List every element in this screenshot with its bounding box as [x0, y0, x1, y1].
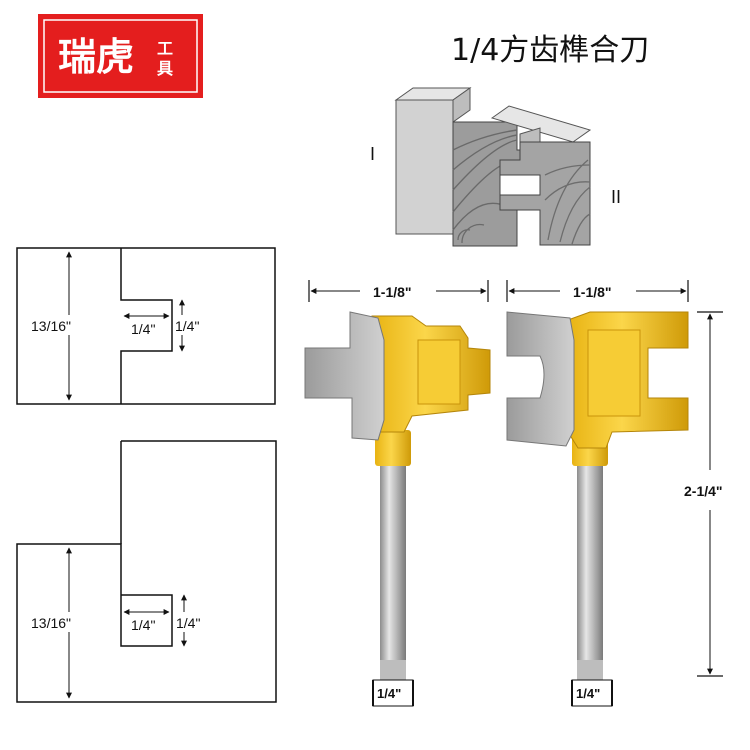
overall-height-label: 2-1/4" — [684, 483, 723, 499]
profile-top-width-label: 1/4" — [131, 321, 155, 337]
brand-sub: 工 具 — [157, 39, 179, 78]
profile-top-groove-outline — [120, 248, 173, 404]
profile-diagram-top: 13/16" 1/4" 1/4" — [16, 247, 276, 405]
product-title: 1/4方齿榫合刀 — [451, 33, 649, 68]
joint-assembly-illustration: I II — [370, 87, 621, 247]
bit-right-carbide-blade — [506, 311, 575, 447]
profile-bottom-depth-label: 13/16" — [31, 615, 71, 631]
joint-piece-i — [394, 87, 541, 247]
bit-right-width-label: 1-1/8" — [573, 284, 612, 300]
bit-left-shank — [380, 462, 406, 680]
overall-height-dimension: 2-1/4" — [684, 311, 723, 677]
router-bit-right: 1-1/8" 1/4" — [506, 280, 689, 707]
bit-left-shank-label: 1/4" — [377, 686, 401, 701]
joint-piece-ii — [490, 105, 592, 246]
bit-left-width-label: 1-1/8" — [373, 284, 412, 300]
profile-diagram-bottom: 13/16" 1/4" 1/4" — [16, 440, 277, 703]
brand-logo: 瑞虎 工 具 — [38, 14, 203, 98]
profile-top-depth-label: 13/16" — [31, 318, 71, 334]
bit-left-carbide-blade — [304, 311, 385, 441]
profile-top-frame — [16, 247, 276, 405]
profile-bottom-height-label: 1/4" — [176, 615, 200, 631]
router-bit-left: 1-1/8" 1/4" — [304, 280, 491, 707]
assembly-label-right: II — [611, 187, 621, 207]
bit-right-shank — [577, 462, 603, 680]
logo-stamp-border — [43, 19, 198, 93]
brand-sub-char-1: 工 — [157, 39, 173, 58]
logo-stamp-background — [38, 14, 203, 98]
assembly-label-left: I — [370, 144, 375, 164]
profile-bottom-width-label: 1/4" — [131, 617, 155, 633]
profile-bottom-outline — [16, 440, 277, 703]
brand-name: 瑞虎 — [58, 35, 134, 79]
profile-top-height-label: 1/4" — [175, 318, 199, 334]
bit-right-shank-label: 1/4" — [576, 686, 600, 701]
brand-sub-char-2: 具 — [157, 59, 173, 78]
